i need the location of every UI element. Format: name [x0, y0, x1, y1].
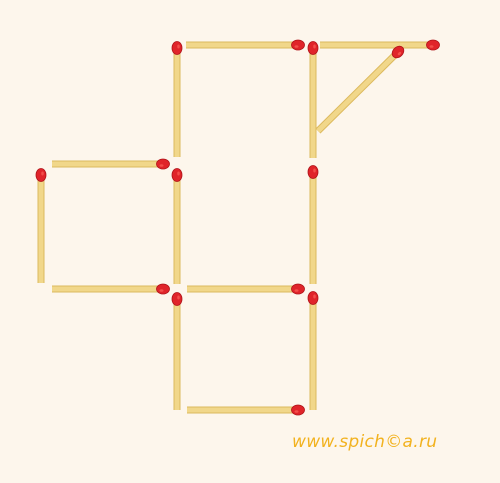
match-head-highlight: [397, 51, 402, 56]
site-watermark: www.spich©a.ru: [292, 432, 438, 452]
match-head-highlight: [177, 171, 180, 176]
match-head-highlight: [159, 289, 164, 292]
match-head: [291, 404, 305, 416]
match-head: [156, 158, 170, 170]
match-head: [307, 41, 319, 55]
match-head-highlight: [159, 164, 164, 167]
match-head-highlight: [313, 44, 316, 49]
match-head-highlight: [313, 294, 316, 299]
match-head: [171, 292, 183, 306]
match-head-highlight: [177, 44, 180, 49]
match-head: [171, 41, 183, 55]
match-head-highlight: [294, 410, 299, 413]
match-head: [307, 165, 319, 179]
match-head-highlight: [177, 295, 180, 300]
match-vertical-upper-left[interactable]: [171, 41, 183, 158]
match-head: [156, 283, 170, 295]
match-head: [291, 283, 305, 295]
match-head-highlight: [41, 171, 44, 176]
match-top-middle[interactable]: [186, 39, 305, 51]
match-head: [426, 39, 440, 51]
match-stick: [316, 51, 399, 133]
match-head-highlight: [313, 168, 316, 173]
match-left-box-left[interactable]: [35, 168, 47, 284]
match-head-highlight: [294, 289, 299, 292]
match-lower-box-left[interactable]: [171, 292, 183, 411]
match-left-box-bottom[interactable]: [52, 283, 170, 295]
match-diagonal[interactable]: [315, 44, 406, 134]
match-head: [307, 291, 319, 305]
match-top-right[interactable]: [320, 39, 440, 51]
match-head: [35, 168, 47, 182]
match-head: [391, 45, 405, 59]
matches-layer: [35, 39, 440, 416]
match-head-highlight: [294, 45, 299, 48]
match-head: [291, 39, 305, 51]
match-vertical-middle-right[interactable]: [307, 165, 319, 285]
match-lower-box-bottom[interactable]: [187, 404, 305, 416]
match-head: [171, 168, 183, 182]
match-vertical-upper-right[interactable]: [307, 41, 319, 159]
match-vertical-middle-left[interactable]: [171, 168, 183, 285]
match-lower-box-right[interactable]: [307, 291, 319, 411]
match-left-box-top[interactable]: [52, 158, 170, 170]
match-middle-bottom[interactable]: [187, 283, 305, 295]
match-head-highlight: [429, 45, 434, 48]
